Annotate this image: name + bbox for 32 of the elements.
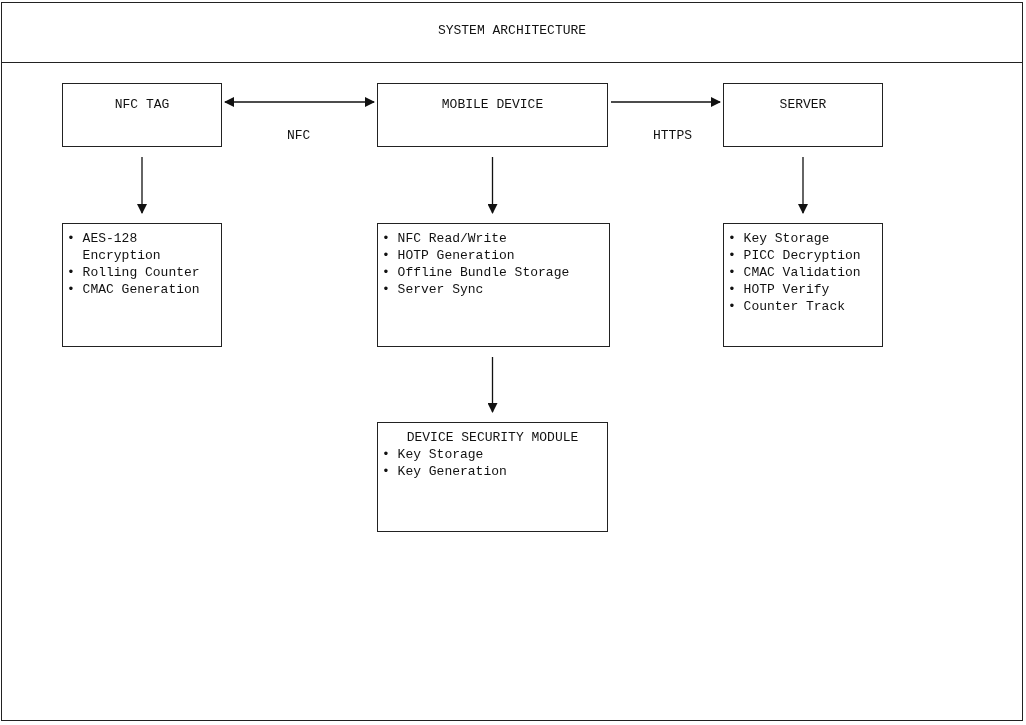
- bullet-item: • HOTP Generation: [382, 247, 516, 264]
- process-box: [377, 422, 608, 532]
- bullet-item: • HOTP Verify: [728, 281, 831, 298]
- bullet-item: • Key Generation: [382, 463, 508, 480]
- bullet-item: • Counter Track: [728, 298, 847, 315]
- process-box: [62, 83, 222, 147]
- arrow: [224, 97, 375, 107]
- bullet-item: • CMAC Generation: [67, 281, 201, 298]
- bullet-item: • Rolling Counter: [67, 264, 201, 281]
- bullet-item: • Key Storage: [728, 230, 831, 247]
- process-box: [723, 223, 883, 347]
- process-box: [723, 83, 883, 147]
- process-box: [377, 83, 608, 147]
- arrow: [487, 156, 498, 214]
- arrow: [610, 97, 721, 107]
- box-heading: NFC TAG: [113, 96, 171, 113]
- diagram-title: SYSTEM ARCHITECTURE: [437, 23, 587, 38]
- bullet-item: • AES-128 Encryption: [67, 230, 162, 264]
- box-heading: SERVER: [778, 96, 828, 113]
- box-heading: MOBILE DEVICE: [440, 96, 545, 113]
- arrow: [137, 156, 147, 214]
- bullet-item: • CMAC Validation: [728, 264, 862, 281]
- bullet-item: • Key Storage: [382, 446, 485, 463]
- bullet-item: • NFC Read/Write: [382, 230, 508, 247]
- process-box: [377, 223, 610, 347]
- arrow: [487, 356, 498, 413]
- box-heading: DEVICE SECURITY MODULE: [405, 429, 580, 446]
- arrow: [798, 156, 808, 214]
- bullet-item: • Server Sync: [382, 281, 485, 298]
- bullet-item: • PICC Decryption: [728, 247, 862, 264]
- bullet-item: • Offline Bundle Storage: [382, 264, 571, 281]
- process-box: [62, 223, 222, 347]
